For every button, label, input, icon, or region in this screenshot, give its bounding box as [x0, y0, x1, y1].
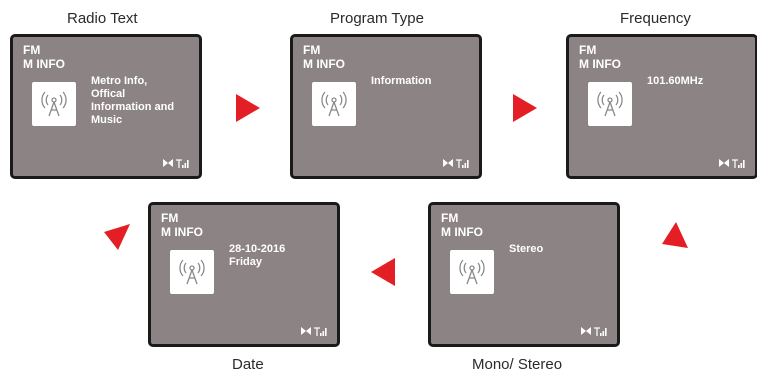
signal-strength-icon — [176, 159, 189, 168]
antenna-glyph — [179, 259, 205, 285]
display-screen-radio-text: FM M INFO Metro Info, Offical Informatio… — [10, 34, 202, 179]
band-label: FM — [23, 43, 41, 57]
band-label: FM — [441, 211, 459, 225]
info-text: 28-10-2016 Friday — [229, 243, 286, 268]
arrow-shape — [371, 258, 395, 286]
red-triangle-arrow-icon — [662, 222, 688, 248]
station-name: M INFO — [303, 57, 345, 71]
stereo-indicator-icon — [301, 327, 311, 335]
station-name: M INFO — [23, 57, 65, 71]
radio-signal-icon — [170, 250, 214, 294]
status-icons — [443, 156, 469, 168]
band-label: FM — [161, 211, 179, 225]
stereo-indicator-icon — [581, 327, 591, 335]
caption-program-type: Program Type — [330, 10, 424, 27]
caption-mono-stereo: Mono/ Stereo — [472, 356, 563, 373]
antenna-glyph — [597, 91, 623, 117]
caption-radio-text: Radio Text — [67, 10, 138, 27]
antenna-glyph — [459, 259, 485, 285]
antenna-glyph — [321, 91, 347, 117]
signal-strength-icon — [314, 327, 327, 336]
station-name: M INFO — [161, 225, 203, 239]
info-text: Information — [371, 75, 432, 87]
red-triangle-arrow-icon — [104, 224, 130, 250]
display-screen-date: FM M INFO 28-10-2016 Friday — [148, 202, 340, 347]
info-text: 101.60MHz — [647, 75, 704, 87]
stereo-indicator-icon — [163, 159, 173, 167]
station-name: M INFO — [441, 225, 483, 239]
red-triangle-arrow-icon — [513, 94, 537, 122]
stereo-indicator-icon — [719, 159, 729, 167]
arrow-shape — [236, 94, 260, 122]
status-icons — [719, 156, 745, 168]
signal-strength-icon — [456, 159, 469, 168]
info-text: Metro Info, Offical Information and Musi… — [91, 75, 175, 126]
status-icons — [581, 324, 607, 336]
caption-frequency: Frequency — [620, 10, 691, 27]
radio-signal-icon — [450, 250, 494, 294]
antenna-glyph — [41, 91, 67, 117]
arrow-shape — [513, 94, 537, 122]
radio-signal-icon — [588, 82, 632, 126]
stereo-indicator-icon — [443, 159, 453, 167]
red-triangle-arrow-icon — [371, 258, 395, 286]
status-icons — [301, 324, 327, 336]
arrow-shape — [662, 222, 688, 248]
arrow-shape — [104, 224, 130, 250]
info-text: Stereo — [509, 243, 544, 255]
band-label: FM — [579, 43, 597, 57]
display-screen-mono-stereo: FM M INFO Stereo — [428, 202, 620, 347]
signal-strength-icon — [732, 159, 745, 168]
caption-date: Date — [232, 356, 264, 373]
station-name: M INFO — [579, 57, 621, 71]
display-screen-frequency: FM M INFO 101.60MHz — [566, 34, 757, 179]
display-screen-program-type: FM M INFO Information — [290, 34, 482, 179]
signal-strength-icon — [594, 327, 607, 336]
status-icons — [163, 156, 189, 168]
band-label: FM — [303, 43, 321, 57]
radio-signal-icon — [32, 82, 76, 126]
red-triangle-arrow-icon — [236, 94, 260, 122]
radio-signal-icon — [312, 82, 356, 126]
